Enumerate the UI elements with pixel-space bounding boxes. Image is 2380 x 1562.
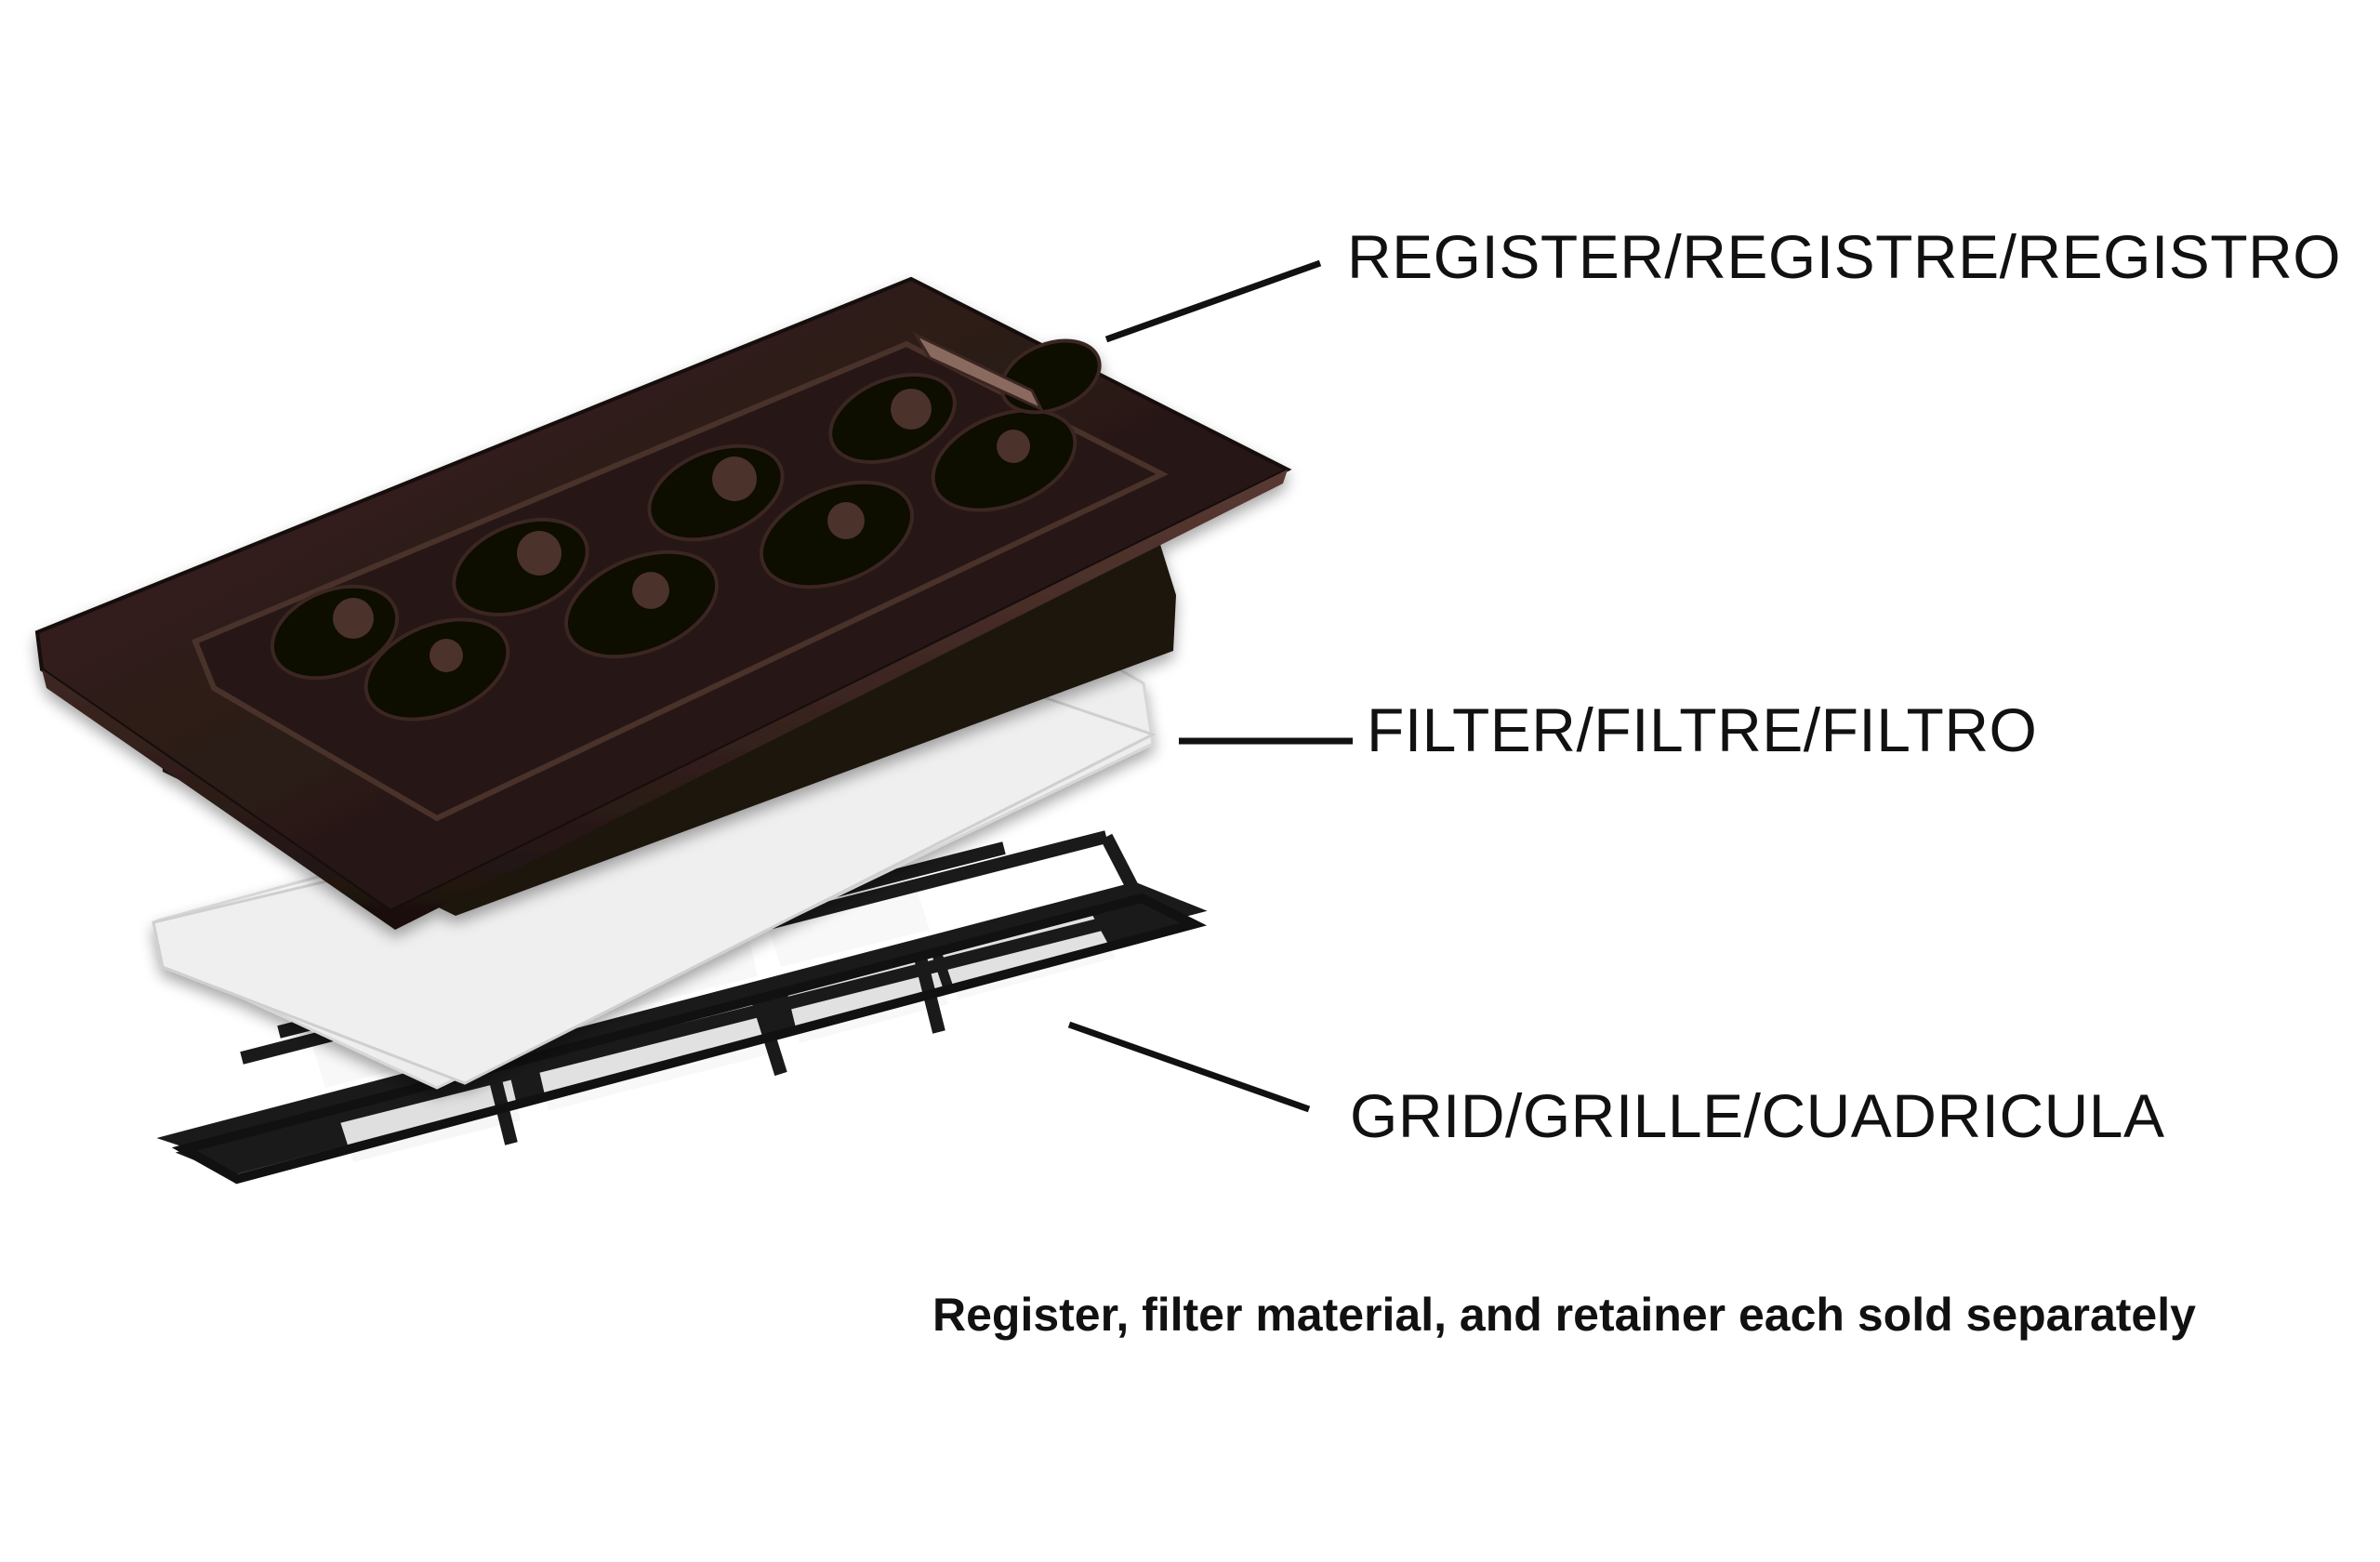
label-grid: GRID/GRILLE/CUADRICULA [1350,1081,2165,1150]
label-filter: FILTER/FILTRE/FILTRO [1367,695,2038,764]
label-register: REGISTER/REGISTRE/REGISTRO [1347,222,2342,291]
grid-rim [171,893,1208,1185]
register-part [34,276,1292,930]
leader-lines [1067,259,1353,1113]
sold-separately-note: Register, filter material, and retainer … [932,1289,2196,1341]
leader-line-register [1104,259,1322,343]
scroll-pattern [270,338,1102,721]
damper-lever [912,331,1045,413]
leader-line-grid [1067,1021,1311,1113]
scroll-highlights [333,389,1030,672]
